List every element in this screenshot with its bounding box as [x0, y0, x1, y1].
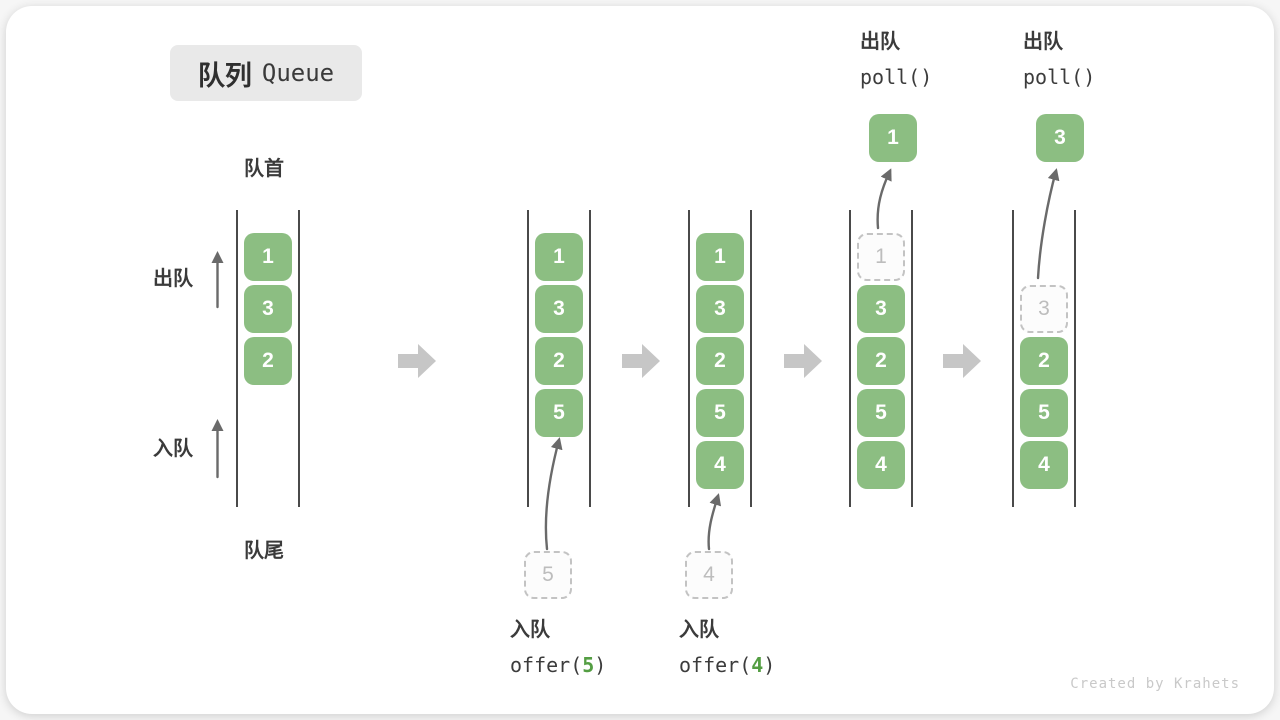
queue-wall-left	[1012, 210, 1014, 507]
queue-cell: 3	[535, 285, 583, 333]
dequeue-op-label: 出队	[1023, 31, 1063, 53]
queue-cell: 1	[535, 233, 583, 281]
dequeued-value-box: 3	[1036, 114, 1084, 162]
queue-cell: 2	[535, 337, 583, 385]
queue-wall-right	[750, 210, 752, 507]
queue-wall-left	[236, 210, 238, 507]
queue-cell: 1	[696, 233, 744, 281]
title-chinese: 队列	[197, 60, 252, 91]
queue-wall-left	[688, 210, 690, 507]
dequeue-annotation: 出队 poll()	[1023, 30, 1095, 90]
queue-cell: 5	[535, 389, 583, 437]
dequeue-annotation: 出队 poll()	[860, 30, 932, 90]
diagram-card	[6, 6, 1274, 714]
enqueue-op-label: 入队	[510, 619, 550, 641]
queue-wall-right	[911, 210, 913, 507]
dequeued-value-box: 1	[869, 114, 917, 162]
enqueue-annotation: 入队 offer(4)	[679, 618, 775, 678]
incoming-value-box: 4	[685, 551, 733, 599]
dequeue-op-code: poll()	[860, 65, 933, 89]
queue-cell-ghost: 1	[857, 233, 905, 281]
enqueue-direction-label: 入队	[153, 438, 193, 460]
queue-wall-right	[298, 210, 300, 507]
queue-cell-ghost: 3	[1020, 285, 1068, 333]
queue-wall-left	[849, 210, 851, 507]
queue-cell: 5	[1020, 389, 1068, 437]
title-badge: 队列 Queue	[170, 45, 362, 101]
queue-rear-label: 队尾	[244, 540, 284, 562]
enqueue-op-code: offer(5)	[510, 653, 607, 677]
queue-cell: 4	[696, 441, 744, 489]
queue-front-label: 队首	[244, 158, 284, 180]
queue-cell: 2	[244, 337, 292, 385]
queue-cell: 5	[696, 389, 744, 437]
dequeue-direction-label: 出队	[153, 268, 193, 290]
queue-cell: 2	[1020, 337, 1068, 385]
dequeue-op-label: 出队	[860, 31, 900, 53]
enqueue-op-code: offer(4)	[679, 653, 776, 677]
queue-wall-right	[1074, 210, 1076, 507]
enqueue-op-label: 入队	[679, 619, 719, 641]
queue-cell: 4	[857, 441, 905, 489]
dequeue-op-code: poll()	[1023, 65, 1096, 89]
queue-wall-left	[527, 210, 529, 507]
queue-cell: 2	[696, 337, 744, 385]
queue-cell: 4	[1020, 441, 1068, 489]
watermark: Created by Krahets	[1070, 676, 1240, 692]
enqueue-annotation: 入队 offer(5)	[510, 618, 606, 678]
queue-cell: 5	[857, 389, 905, 437]
queue-cell: 3	[696, 285, 744, 333]
queue-cell: 1	[244, 233, 292, 281]
queue-wall-right	[589, 210, 591, 507]
queue-cell: 3	[857, 285, 905, 333]
title-english: Queue	[261, 59, 335, 87]
queue-cell: 2	[857, 337, 905, 385]
queue-cell: 3	[244, 285, 292, 333]
incoming-value-box: 5	[524, 551, 572, 599]
